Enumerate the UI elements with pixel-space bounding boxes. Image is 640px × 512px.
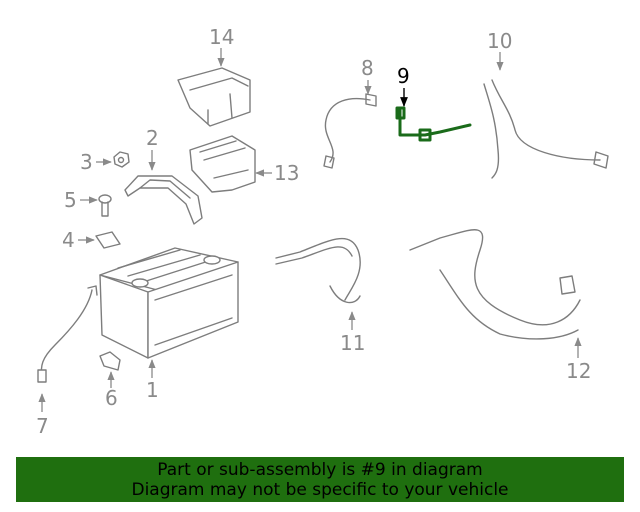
callout-13: 13 <box>274 161 299 185</box>
cable-part-8[interactable] <box>323 93 377 169</box>
nut-part-3[interactable] <box>113 151 130 168</box>
fuse-block-part-13[interactable] <box>189 135 256 193</box>
callout-7: 7 <box>36 414 49 438</box>
callout-6: 6 <box>105 386 118 410</box>
hold-down-bracket-part-2[interactable] <box>124 175 203 225</box>
callout-12: 12 <box>566 359 591 383</box>
callout-2: 2 <box>146 126 159 150</box>
callout-8: 8 <box>361 56 374 80</box>
callout-10: 10 <box>487 29 512 53</box>
cover-part-14[interactable] <box>177 67 251 127</box>
callout-3: 3 <box>80 150 93 174</box>
banner-line-part-number: Part or sub-assembly is #9 in diagram <box>157 460 483 480</box>
parts-diagram: 1 2 3 5 4 6 7 13 <box>36 25 609 438</box>
callout-14: 14 <box>209 25 234 49</box>
callout-1: 1 <box>146 378 159 402</box>
cable-part-11[interactable] <box>275 237 361 304</box>
ground-strap-part-10[interactable] <box>483 79 609 179</box>
callout-5: 5 <box>64 188 77 212</box>
callout-11: 11 <box>340 331 365 355</box>
wedge-bracket-part-4[interactable] <box>95 231 121 249</box>
battery-part-1[interactable] <box>99 247 239 359</box>
cable-part-9-highlighted[interactable] <box>395 106 472 142</box>
callout-4: 4 <box>62 228 75 252</box>
wiring-harness-part-12[interactable] <box>409 229 581 340</box>
callout-9: 9 <box>397 64 410 88</box>
clip-part-6[interactable] <box>99 351 121 371</box>
bolt-part-5[interactable] <box>98 194 112 217</box>
banner-line-disclaimer: Diagram may not be specific to your vehi… <box>131 480 509 500</box>
vent-tube-part-7[interactable] <box>37 285 98 383</box>
notice-banner: Part or sub-assembly is #9 in diagram Di… <box>16 457 624 502</box>
